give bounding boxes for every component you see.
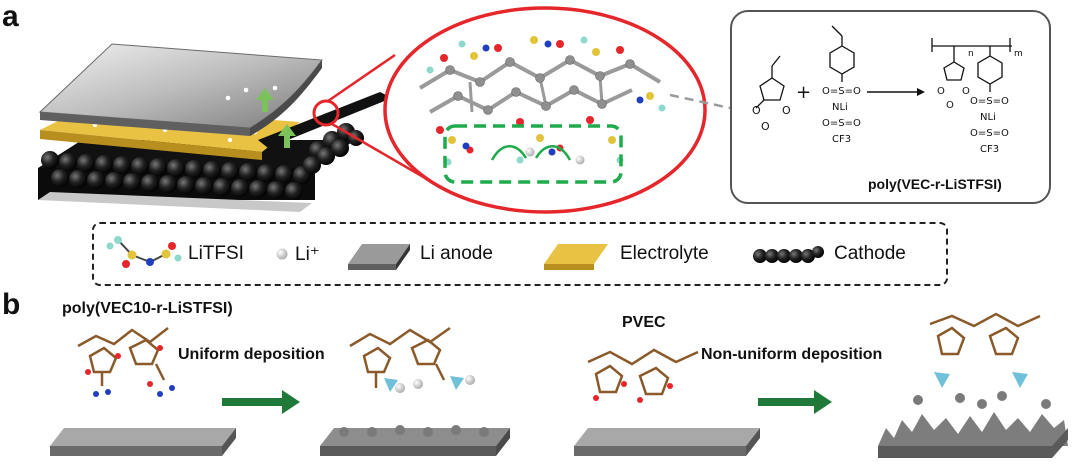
right-polymer-title: PVEC xyxy=(622,314,666,331)
left-polymer-molecule xyxy=(77,327,169,386)
product-group-3: O=S=O xyxy=(970,128,1009,139)
reaction-scheme-box: O O O + O=S=O NLi O=S=O CF3 n m O xyxy=(730,10,1051,204)
uniform-deposit-substrate xyxy=(320,425,510,456)
scheme-plus: + xyxy=(796,82,811,103)
product-group-1: O=S=O xyxy=(970,96,1009,107)
uniform-deposition-label: Uniform deposition xyxy=(178,346,325,363)
left-polymer-title: poly(VEC10-r-LiSTFSI) xyxy=(62,300,233,317)
ion-transport-box xyxy=(443,124,623,184)
li-anode-legend-icon xyxy=(348,244,410,270)
uniform-polymer-molecule xyxy=(349,326,451,388)
svg-text:O: O xyxy=(946,100,954,111)
ion-flow-arrows xyxy=(256,88,296,148)
svg-text:O: O xyxy=(937,86,945,97)
legend-box xyxy=(92,222,948,286)
left-anode-substrate xyxy=(50,428,236,456)
reaction-scheme: O O O + O=S=O NLi O=S=O CF3 n m O xyxy=(752,25,1023,155)
legend-electrolyte: Electrolyte xyxy=(620,243,709,264)
left-process-arrow xyxy=(222,390,300,414)
dendrite-substrate xyxy=(878,412,1068,458)
svg-text:O: O xyxy=(962,86,970,97)
non-uniform-deposition-label: Non-uniform deposition xyxy=(701,346,883,363)
subscript-m: m xyxy=(1014,49,1023,59)
reagent-group-1: O=S=O xyxy=(822,86,861,97)
pvec-anode-substrate xyxy=(574,428,760,456)
scheme-connector xyxy=(669,93,731,110)
svg-text:O: O xyxy=(761,120,770,133)
reagent-group-3: O=S=O xyxy=(822,118,861,129)
cathode-layer xyxy=(38,123,364,212)
product-group-4: CF3 xyxy=(980,144,999,155)
nonuniform-polymer-molecule xyxy=(929,312,1041,356)
product-polymer xyxy=(931,38,1012,92)
litfsi-legend-icon xyxy=(106,236,182,268)
li-ion-arrows-nonuniform xyxy=(934,372,1028,388)
zoom-line-bottom xyxy=(331,122,433,184)
zoom-marker xyxy=(312,99,340,127)
cathode-legend-icon xyxy=(753,246,824,263)
li-ion-legend-icon xyxy=(276,248,288,260)
svg-text:O: O xyxy=(752,104,761,117)
panel-letter-b: b xyxy=(2,288,21,321)
zoom-line-top xyxy=(327,53,396,103)
polymer-network xyxy=(418,36,666,184)
svg-text:O: O xyxy=(782,104,791,117)
right-process-arrow xyxy=(758,390,832,414)
legend-litfsi: LiTFSI xyxy=(188,243,244,264)
li-ion-arrows-uniform xyxy=(384,376,464,392)
vec-monomer xyxy=(755,55,785,109)
panel-letter-a: a xyxy=(2,0,19,33)
reagent-group-2: NLi xyxy=(832,102,848,113)
legend-li-ion: Li⁺ xyxy=(295,244,320,265)
reagent-group-4: CF3 xyxy=(832,134,851,145)
listfsi-monomer xyxy=(829,25,855,82)
subscript-n: n xyxy=(968,49,974,59)
electrolyte-legend-icon xyxy=(544,244,608,270)
product-group-2: NLi xyxy=(980,112,996,123)
legend-cathode: Cathode xyxy=(834,243,906,264)
pvec-polymer-molecule xyxy=(587,348,699,396)
legend-li-anode: Li anode xyxy=(420,243,493,264)
scheme-product-label: poly(VEC-r-LiSTFSI) xyxy=(868,176,1002,192)
